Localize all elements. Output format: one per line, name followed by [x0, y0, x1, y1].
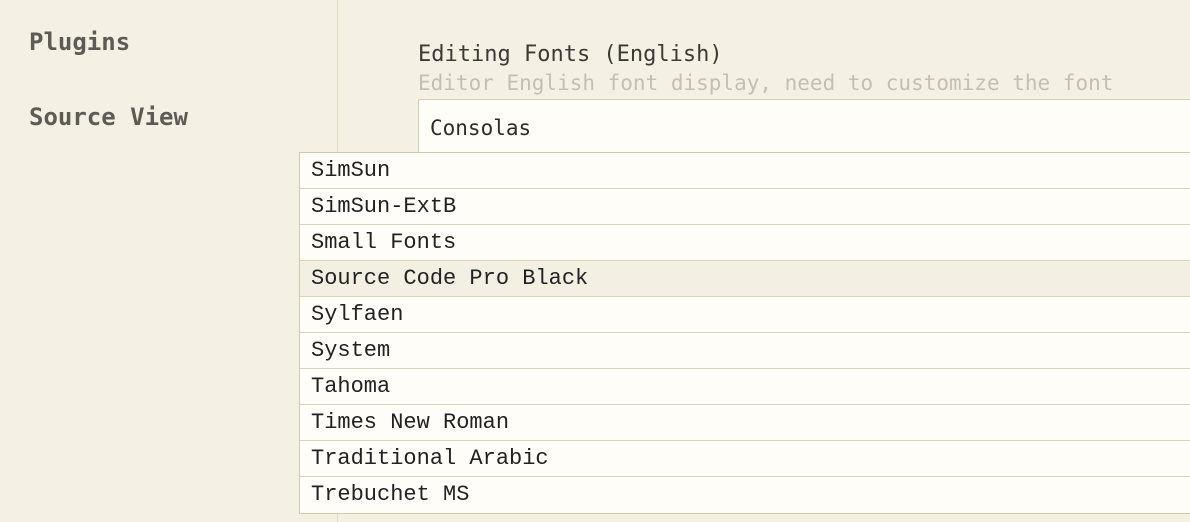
dropdown-option[interactable]: Source Code Pro Black — [300, 261, 1190, 297]
sidebar-item-source-view[interactable]: Source View — [29, 103, 188, 131]
dropdown-option[interactable]: Traditional Arabic — [300, 441, 1190, 477]
dropdown-option[interactable]: SimSun-ExtB — [300, 189, 1190, 225]
setting-description: Editor English font display, need to cus… — [418, 71, 1114, 95]
dropdown-option[interactable]: Trebuchet MS — [311, 482, 470, 507]
dropdown-option[interactable]: Small Fonts — [300, 225, 1190, 261]
dropdown-option[interactable]: SimSun — [300, 153, 1190, 189]
sidebar-item-plugins[interactable]: Plugins — [29, 28, 131, 56]
sidebar: Plugins Source View — [0, 0, 338, 522]
dropdown-option[interactable]: Times New Roman — [300, 405, 1190, 441]
setting-title: Editing Fonts (English) — [418, 42, 723, 67]
dropdown-option[interactable]: Sylfaen — [300, 297, 1190, 333]
settings-panel: Editing Fonts (English) Editor English f… — [338, 0, 1190, 522]
dropdown-option[interactable]: Tahoma — [300, 369, 1190, 405]
font-dropdown-list[interactable]: SimSun SimSun-ExtB Small Fonts Source Co… — [299, 152, 1190, 514]
font-input[interactable]: Consolas — [418, 99, 1190, 157]
dropdown-option[interactable]: System — [300, 333, 1190, 369]
